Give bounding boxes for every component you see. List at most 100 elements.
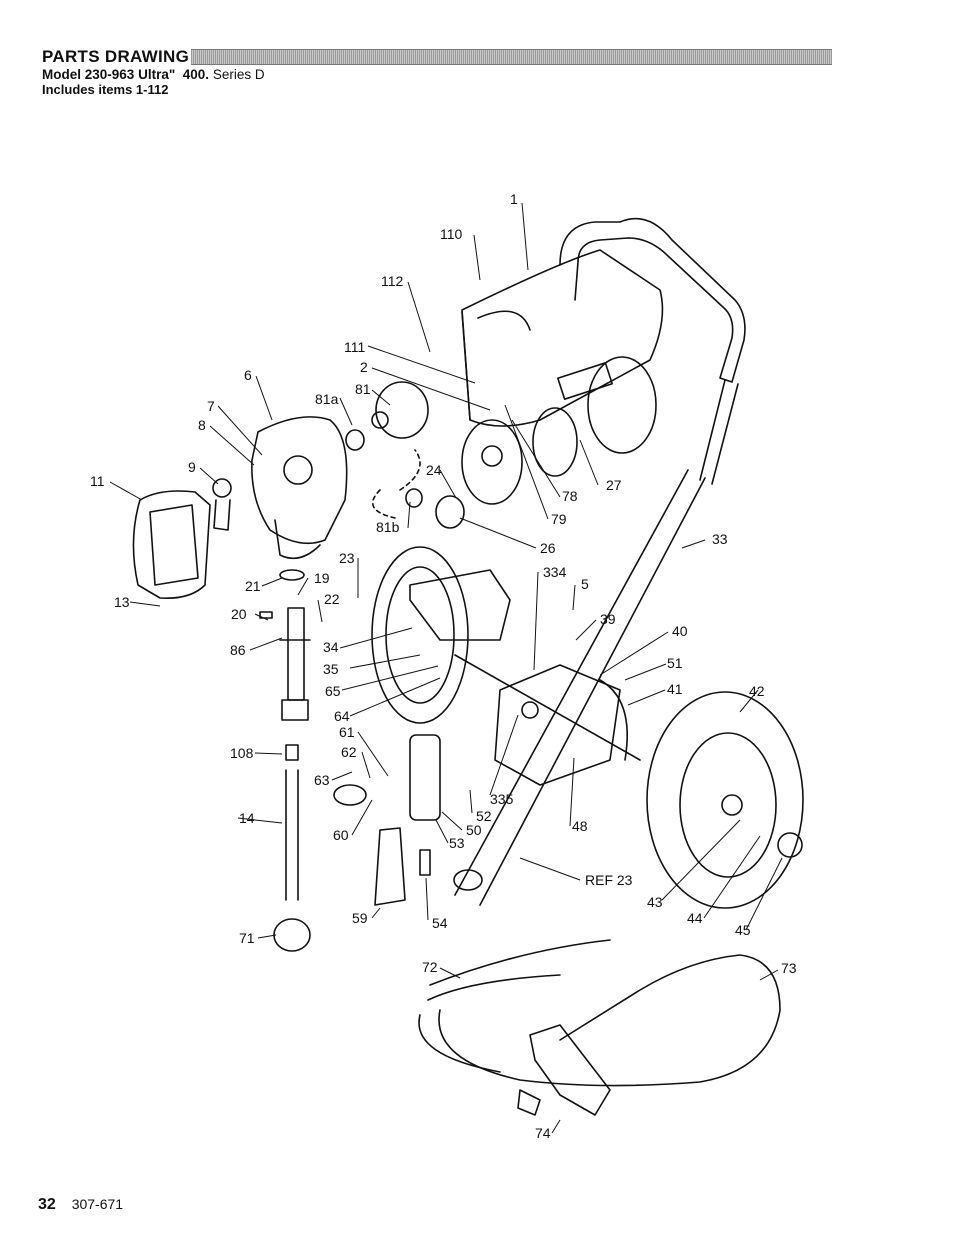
callout-label: 81a (315, 391, 339, 407)
callout-label: 51 (667, 655, 683, 671)
shroud-label-plate (557, 362, 613, 400)
wheel-left (371, 546, 469, 724)
adapter-108 (285, 744, 299, 761)
callout-label: 71 (239, 930, 255, 946)
callout-label: 72 (422, 959, 438, 975)
callout-label: 39 (600, 611, 616, 627)
drain-valve-54 (419, 849, 431, 876)
drive-gear-hub (371, 411, 389, 429)
displacement-pump (279, 607, 311, 701)
gear-housing-bore (481, 445, 503, 467)
product-model: 400. (182, 67, 210, 82)
pressure-knob (521, 701, 539, 719)
callout-label: 108 (230, 745, 254, 761)
callout-label: 64 (334, 708, 350, 724)
callout-label: 81b (376, 519, 400, 535)
nut-part (212, 478, 232, 498)
motor-shroud (461, 249, 664, 427)
callout-label: 9 (188, 459, 196, 475)
callout-label: 6 (244, 367, 252, 383)
callout-label: 11 (90, 473, 105, 489)
front-cover (251, 416, 348, 545)
callout-label: 2 (360, 359, 368, 375)
filter-housing (409, 734, 441, 821)
callout-label: 26 (540, 540, 556, 556)
callout-label: 34 (323, 639, 339, 655)
callout-label: 53 (449, 835, 465, 851)
callout-labels: 1 110 112 111 2 6 81 81a 7 8 9 11 27 78 … (90, 191, 797, 1141)
callout-label: REF 23 (585, 872, 633, 888)
page-number: 32 (38, 1196, 56, 1213)
spray-gun (529, 1024, 611, 1116)
pinion-gear (435, 495, 465, 529)
callout-label: 40 (672, 623, 688, 639)
callout-leaders (109, 202, 783, 1134)
callout-label: 59 (352, 910, 368, 926)
callout-label: 5 (581, 576, 589, 592)
includes-line: Includes items 1-112 (42, 82, 169, 97)
pressure-control-box (494, 664, 621, 786)
motor-end-bell (532, 407, 578, 477)
callout-label: 8 (198, 417, 206, 433)
callout-label: 86 (230, 642, 246, 658)
wheel-right-rim (679, 732, 777, 878)
front-cover-bore (283, 455, 313, 485)
spray-tip (517, 1089, 541, 1116)
cart-handle (559, 217, 746, 383)
callout-label: 33 (712, 531, 728, 547)
callout-label: 65 (325, 683, 341, 699)
series-value: D (254, 67, 265, 82)
callout-label: 73 (781, 960, 797, 976)
callout-label: 35 (323, 661, 339, 677)
hubcap-45 (777, 832, 803, 858)
axle (454, 654, 641, 761)
hose-coil (418, 974, 561, 1073)
model-line: Model 230-963 Ultra" 400. Series D (42, 67, 832, 82)
callout-label: 111 (344, 339, 365, 355)
callout-label: 78 (562, 488, 578, 504)
callout-label: 79 (551, 511, 567, 527)
callout-label: 7 (207, 398, 215, 414)
callout-label: 43 (647, 894, 663, 910)
callout-label: 50 (466, 822, 482, 838)
callout-label: 13 (114, 594, 130, 610)
label-59 (374, 827, 406, 906)
callout-label: 20 (231, 606, 247, 622)
callout-label: 44 (687, 910, 703, 926)
callout-label: 14 (239, 810, 255, 826)
callout-label: 48 (572, 818, 588, 834)
document-number: 307-671 (71, 1196, 124, 1212)
callout-label: 110 (440, 226, 463, 242)
washer-81b (405, 488, 423, 508)
callout-label: 335 (490, 791, 514, 807)
paint-hose (429, 939, 781, 1087)
callout-label: 63 (314, 772, 330, 788)
callout-label: 42 (749, 683, 765, 699)
callout-label: 24 (426, 462, 442, 478)
callout-label: 23 (339, 550, 355, 566)
callout-label: 54 (432, 915, 448, 931)
callout-label: 81 (355, 381, 371, 397)
pin-20 (259, 611, 273, 619)
callout-label: 62 (341, 744, 357, 760)
wheel-right (646, 691, 804, 909)
frame-foot-back (333, 784, 367, 806)
page-footer: 32 307-671 (38, 1196, 123, 1214)
part-illustrations (132, 217, 804, 1116)
frame-foot-left (453, 869, 483, 891)
callout-label: 1 (510, 191, 518, 207)
pump-outlet (281, 699, 309, 721)
callout-label: 45 (735, 922, 751, 938)
retaining-ring (279, 569, 305, 581)
mount-bracket (409, 569, 511, 641)
title-row: PARTS DRAWING (42, 46, 832, 68)
callout-label: 41 (667, 681, 683, 697)
product-name: Ultra" (138, 67, 176, 82)
front-cover-base (274, 519, 321, 560)
callout-label: 52 (476, 808, 492, 824)
callout-label: 334 (543, 564, 567, 580)
series-label: Series (212, 67, 252, 82)
wheel-right-hub (721, 794, 743, 816)
callout-label: 19 (314, 570, 330, 586)
